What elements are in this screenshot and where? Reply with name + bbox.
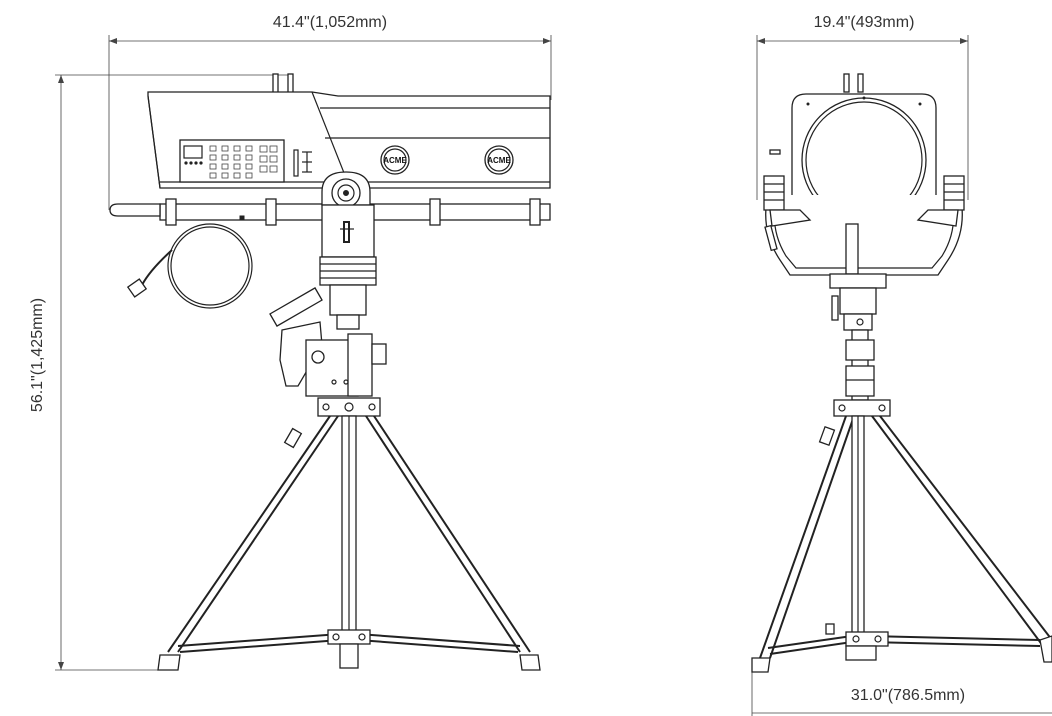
side-width-label: 41.4"(1,052mm): [273, 14, 387, 31]
svg-text:ACME: ACME: [487, 156, 511, 165]
right-tilt-lock: [916, 175, 965, 227]
front-width-label: 19.4"(493mm): [814, 14, 915, 31]
front-view: [751, 73, 1052, 673]
footprint-dimension: 31.0"(786.5mm): [751, 660, 1052, 716]
height-dimension: 56.1"(1,425mm): [29, 74, 290, 671]
side-width-dimension: 41.4"(1,052mm): [108, 14, 552, 210]
height-label: 56.1"(1,425mm): [29, 298, 46, 412]
left-tilt-lock: [763, 175, 812, 227]
footprint-label: 31.0"(786.5mm): [851, 687, 965, 704]
svg-text:ACME: ACME: [383, 156, 407, 165]
acme-logo-right: ACME: [484, 145, 514, 175]
side-view: ACME ACME: [109, 73, 551, 671]
front-width-dimension: 19.4"(493mm): [756, 14, 969, 200]
acme-logo-left: ACME: [380, 145, 410, 175]
